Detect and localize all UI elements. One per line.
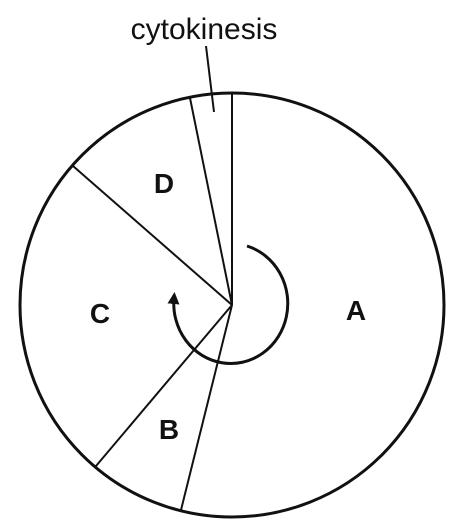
cytokinesis-leader-line: [205, 45, 215, 113]
cytokinesis-label: cytokinesis: [131, 13, 278, 46]
sector-label-a: A: [346, 295, 366, 326]
cycle-direction-arrow: [167, 244, 290, 365]
sector-label-c: C: [90, 298, 110, 329]
sector-label-d: D: [154, 168, 174, 199]
divider-cytokinesis: [189, 97, 233, 306]
divider-b-a: [180, 304, 233, 511]
sector-label-b: B: [159, 414, 179, 445]
divider-d-c: [72, 165, 233, 306]
divider-c-b: [95, 304, 233, 467]
